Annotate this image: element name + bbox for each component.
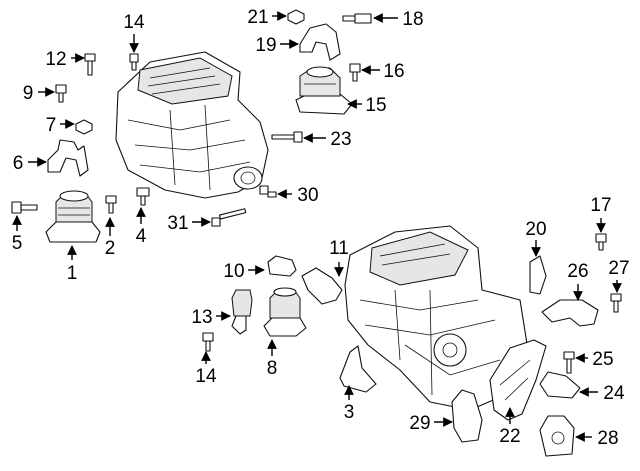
callout-1: 1 xyxy=(67,263,78,284)
mount-part-1 xyxy=(45,190,101,243)
callout-24: 24 xyxy=(603,383,625,404)
bracket-part-20 xyxy=(529,255,547,295)
bolt-part-14-lower xyxy=(202,332,214,352)
callout-4: 4 xyxy=(136,226,147,247)
bolt-part-23 xyxy=(271,131,303,143)
callout-19: 19 xyxy=(255,35,276,56)
bracket-part-10 xyxy=(267,255,297,277)
callout-labels: 1 2 3 4 5 6 7 8 9 10 11 12 13 14 14 15 1… xyxy=(12,7,630,449)
mount-part-29 xyxy=(451,389,483,443)
bolt-part-5 xyxy=(11,201,38,214)
callout-26: 26 xyxy=(567,261,588,282)
callout-10: 10 xyxy=(223,261,244,282)
bracket-part-24 xyxy=(539,371,581,399)
callout-6: 6 xyxy=(13,153,24,174)
bolt-part-27 xyxy=(610,293,622,313)
callout-23: 23 xyxy=(330,129,351,150)
bolt-part-14-upper xyxy=(129,53,139,71)
callout-3: 3 xyxy=(344,402,355,423)
callout-5: 5 xyxy=(12,233,23,254)
callout-17: 17 xyxy=(590,195,611,216)
bracket-part-11 xyxy=(301,267,343,305)
callout-22: 22 xyxy=(499,426,520,447)
callout-28: 28 xyxy=(597,428,618,449)
callout-8: 8 xyxy=(267,358,278,379)
bracket-part-19 xyxy=(299,23,341,61)
callout-12: 12 xyxy=(45,49,66,70)
engine-assembly-upper xyxy=(115,51,269,199)
engine-transmission-assembly-lower xyxy=(344,225,529,411)
bracket-part-3 xyxy=(339,345,377,393)
callout-29: 29 xyxy=(409,413,430,434)
callout-7: 7 xyxy=(46,115,57,136)
mount-part-26 xyxy=(541,299,599,327)
callout-21: 21 xyxy=(247,7,268,28)
callout-11: 11 xyxy=(329,238,349,259)
callout-14-lower: 14 xyxy=(195,366,217,387)
bolt-part-9 xyxy=(55,84,67,103)
bolt-part-4 xyxy=(136,187,150,206)
mount-part-15 xyxy=(295,66,353,115)
callout-13: 13 xyxy=(191,307,212,328)
bolt-part-2 xyxy=(105,195,117,214)
callout-16: 16 xyxy=(383,61,404,82)
mount-part-13 xyxy=(231,289,253,335)
bolt-part-31 xyxy=(211,208,247,227)
callout-25: 25 xyxy=(592,349,613,370)
bolt-part-25 xyxy=(563,351,575,374)
callout-31: 31 xyxy=(167,213,188,234)
callout-18: 18 xyxy=(402,9,423,30)
mount-part-8 xyxy=(263,287,307,337)
callout-20: 20 xyxy=(525,219,546,240)
callout-15: 15 xyxy=(365,95,386,116)
leader-arrows xyxy=(12,11,622,442)
nut-part-7 xyxy=(75,119,93,135)
bracket-part-22 xyxy=(489,339,547,421)
bolt-part-30 xyxy=(259,185,277,198)
bolt-part-16 xyxy=(349,63,361,82)
callout-27: 27 xyxy=(608,258,629,279)
callout-14-upper: 14 xyxy=(123,12,145,33)
bolt-part-18 xyxy=(342,13,372,24)
callout-9: 9 xyxy=(23,83,34,104)
mount-part-28 xyxy=(539,415,575,457)
callout-2: 2 xyxy=(105,238,116,259)
bolt-part-17 xyxy=(595,233,607,251)
bracket-part-6 xyxy=(47,139,89,177)
bolt-part-12 xyxy=(84,53,96,76)
nut-part-21 xyxy=(287,9,305,25)
callout-30: 30 xyxy=(297,185,318,206)
